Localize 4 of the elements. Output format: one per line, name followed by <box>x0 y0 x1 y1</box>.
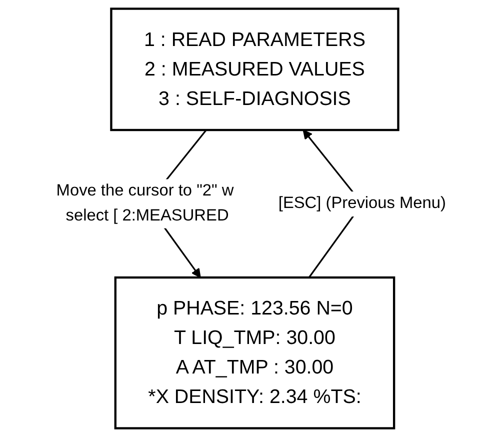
edge-label: [ESC] (Previous Menu) <box>278 194 446 212</box>
node-box: p PHASE: 123.56 N=0 T LIQ_TMP: 30.00 A AT_TMP : 30.00 *X DENSITY: 2.34 %TS: <box>114 276 396 430</box>
edge-label: Move the cursor to "2" w select [ 2:MEASURED <box>56 181 234 225</box>
node-box: 1 : READ PARAMETERS 2 : MEASURED VALUES 3 : SELF-DIAGNOSIS <box>110 8 400 132</box>
